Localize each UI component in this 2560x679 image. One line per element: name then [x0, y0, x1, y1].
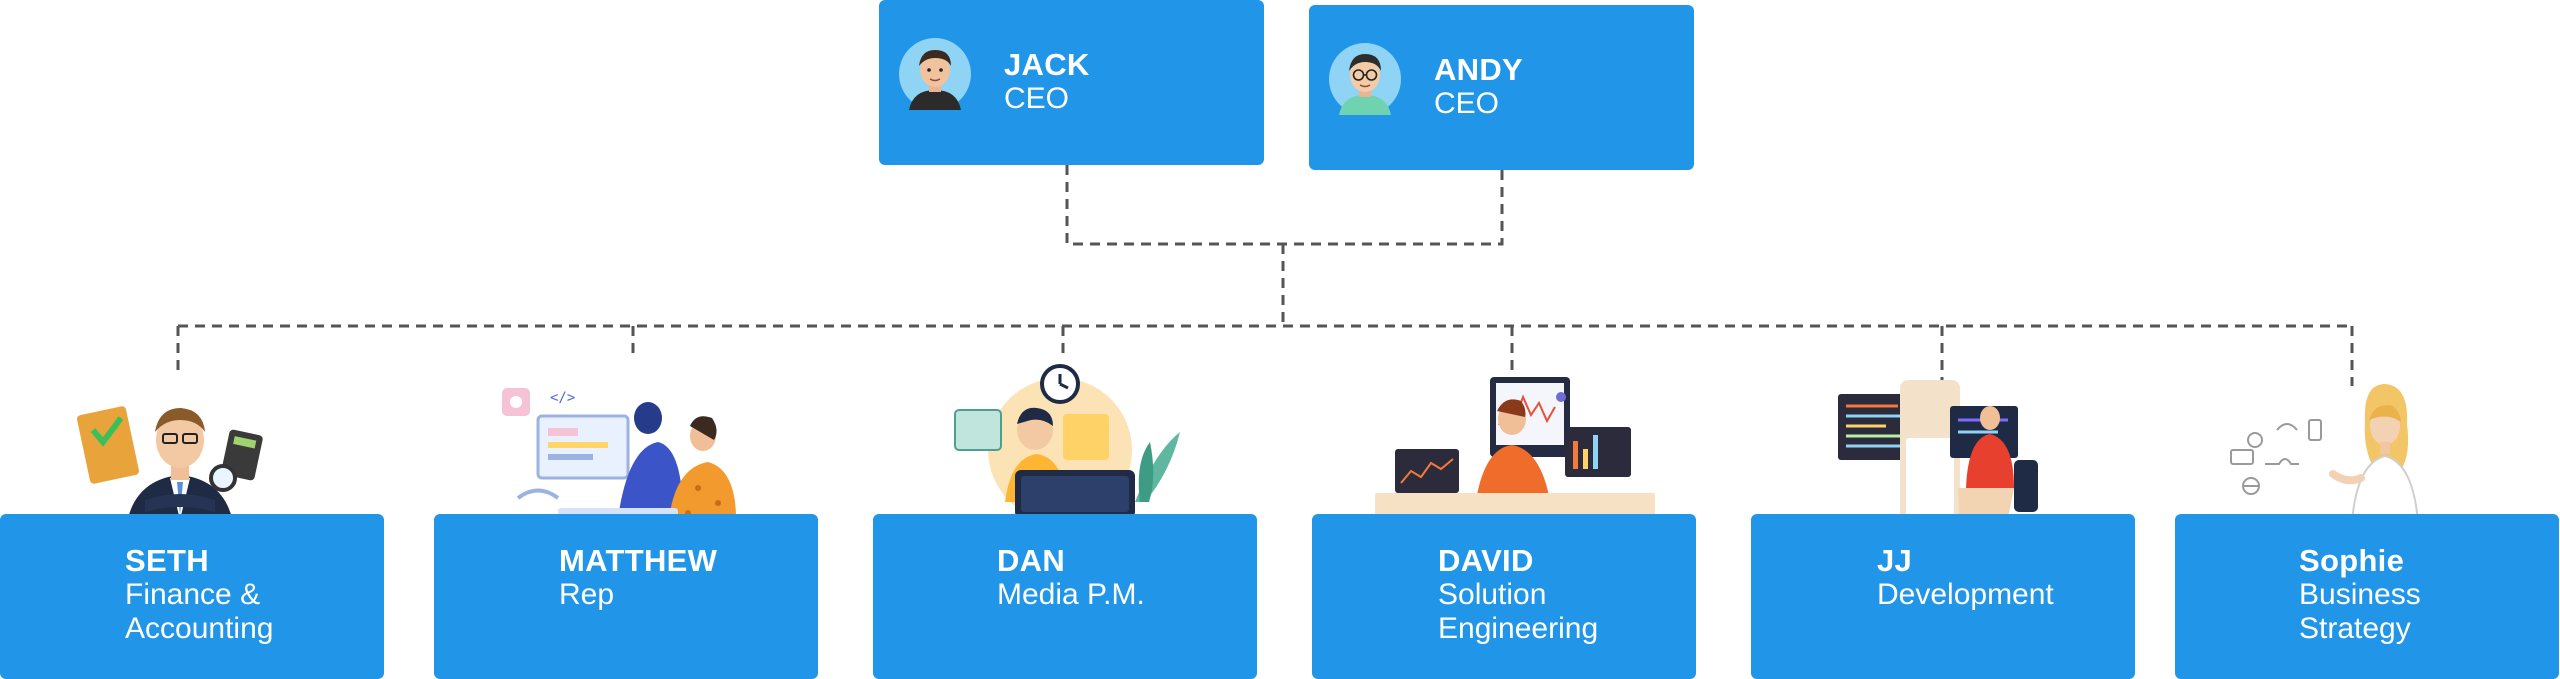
staff-name: MATTHEW [559, 543, 718, 578]
staff-name: SETH [125, 543, 209, 578]
trading-monitors-illustration [1375, 377, 1655, 525]
staff-card-seth: SETH Finance & Accounting [0, 514, 384, 679]
staff-name: JJ [1877, 543, 1913, 578]
exec-role: CEO [1434, 87, 1500, 120]
connector-jack [1065, 165, 1283, 246]
staff-role-line: Finance & [125, 578, 261, 611]
exec-name: ANDY [1434, 52, 1524, 87]
accountant-illustration [77, 406, 263, 535]
exec-card-jack: JACK CEO [879, 0, 1264, 165]
connector-andy [1283, 170, 1504, 246]
exec-card-andy: ANDY CEO [1309, 5, 1694, 170]
staff-role-line: Development [1877, 578, 2054, 611]
staff-name: DAN [997, 543, 1066, 578]
staff-role-line: Strategy [2299, 612, 2411, 645]
staff-role-line: Accounting [125, 612, 274, 645]
staff-card-matthew: MATTHEW Rep [434, 514, 818, 679]
exec-role: CEO [1004, 82, 1070, 115]
svg-text:</>: </> [550, 390, 575, 406]
staff-card-jj: JJ Development [1751, 514, 2135, 679]
staff-role-line: Rep [559, 578, 615, 611]
staff-role-line: Business [2299, 578, 2421, 611]
staff-card-sophie: Sophie Business Strategy [2175, 514, 2559, 679]
staff-card-david: DAVID Solution Engineering [1312, 514, 1696, 679]
staff-card-dan: DAN Media P.M. [873, 514, 1257, 679]
developer-code-illustration [1838, 380, 2038, 534]
exec-name: JACK [1004, 47, 1090, 82]
sales-rep-team-illustration: </> [502, 388, 737, 528]
man-short-hair-avatar [899, 38, 971, 110]
staff-name: Sophie [2299, 543, 2405, 578]
staff-role-line: Media P.M. [997, 578, 1145, 611]
man-glasses-avatar [1329, 43, 1401, 115]
media-desk-illustration [954, 364, 1180, 524]
staff-role-line: Solution [1438, 578, 1547, 611]
staff-name: DAVID [1438, 543, 1534, 578]
staff-role-line: Engineering [1438, 612, 1599, 645]
